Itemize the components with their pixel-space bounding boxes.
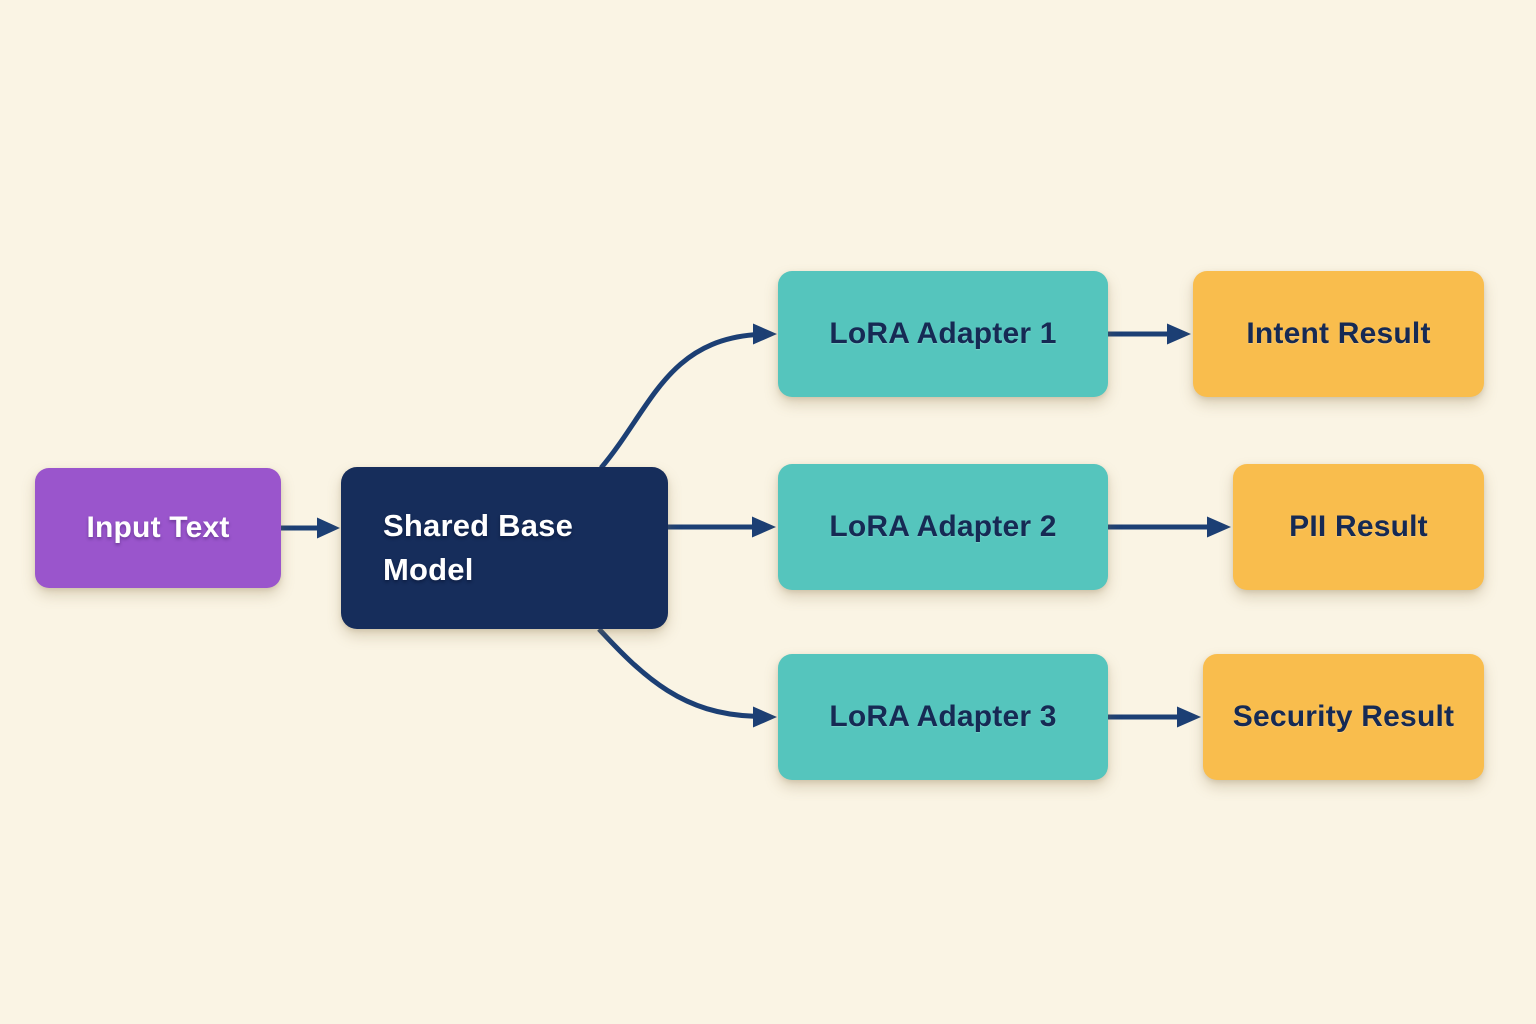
- node-security-result-label: Security Result: [1232, 700, 1455, 733]
- edge-base-to-adapter1: [599, 332, 755, 470]
- node-lora-adapter-1-label: LoRA Adapter 1: [829, 317, 1057, 350]
- node-input-text-label: Input Text: [86, 511, 230, 544]
- node-lora-adapter-2: LoRA Adapter 2: [778, 464, 1108, 590]
- edge-base-to-adapter3: [597, 627, 755, 719]
- arrowhead-base-to-adapter2: [752, 516, 776, 538]
- node-shared-base-model: Shared Base Model: [341, 467, 668, 629]
- arrowhead-base-to-adapter1: [753, 323, 777, 345]
- node-lora-adapter-3: LoRA Adapter 3: [778, 654, 1108, 780]
- arrowhead-base-to-adapter3: [753, 706, 777, 728]
- arrowhead-adapter1-to-result1: [1167, 323, 1191, 345]
- node-pii-result: PII Result: [1233, 464, 1484, 590]
- arrowhead-adapter3-to-result3: [1177, 706, 1201, 728]
- node-security-result: Security Result: [1203, 654, 1484, 780]
- node-lora-adapter-3-label: LoRA Adapter 3: [829, 700, 1057, 733]
- node-lora-adapter-1: LoRA Adapter 1: [778, 271, 1108, 397]
- node-pii-result-label: PII Result: [1289, 510, 1428, 543]
- node-intent-result: Intent Result: [1193, 271, 1484, 397]
- node-input-text: Input Text: [35, 468, 281, 588]
- node-shared-base-model-label: Shared Base Model: [383, 508, 574, 587]
- arrowhead-input-to-base: [317, 517, 340, 539]
- arrowhead-adapter2-to-result2: [1207, 516, 1231, 538]
- node-intent-result-label: Intent Result: [1246, 317, 1431, 350]
- node-lora-adapter-2-label: LoRA Adapter 2: [829, 510, 1057, 543]
